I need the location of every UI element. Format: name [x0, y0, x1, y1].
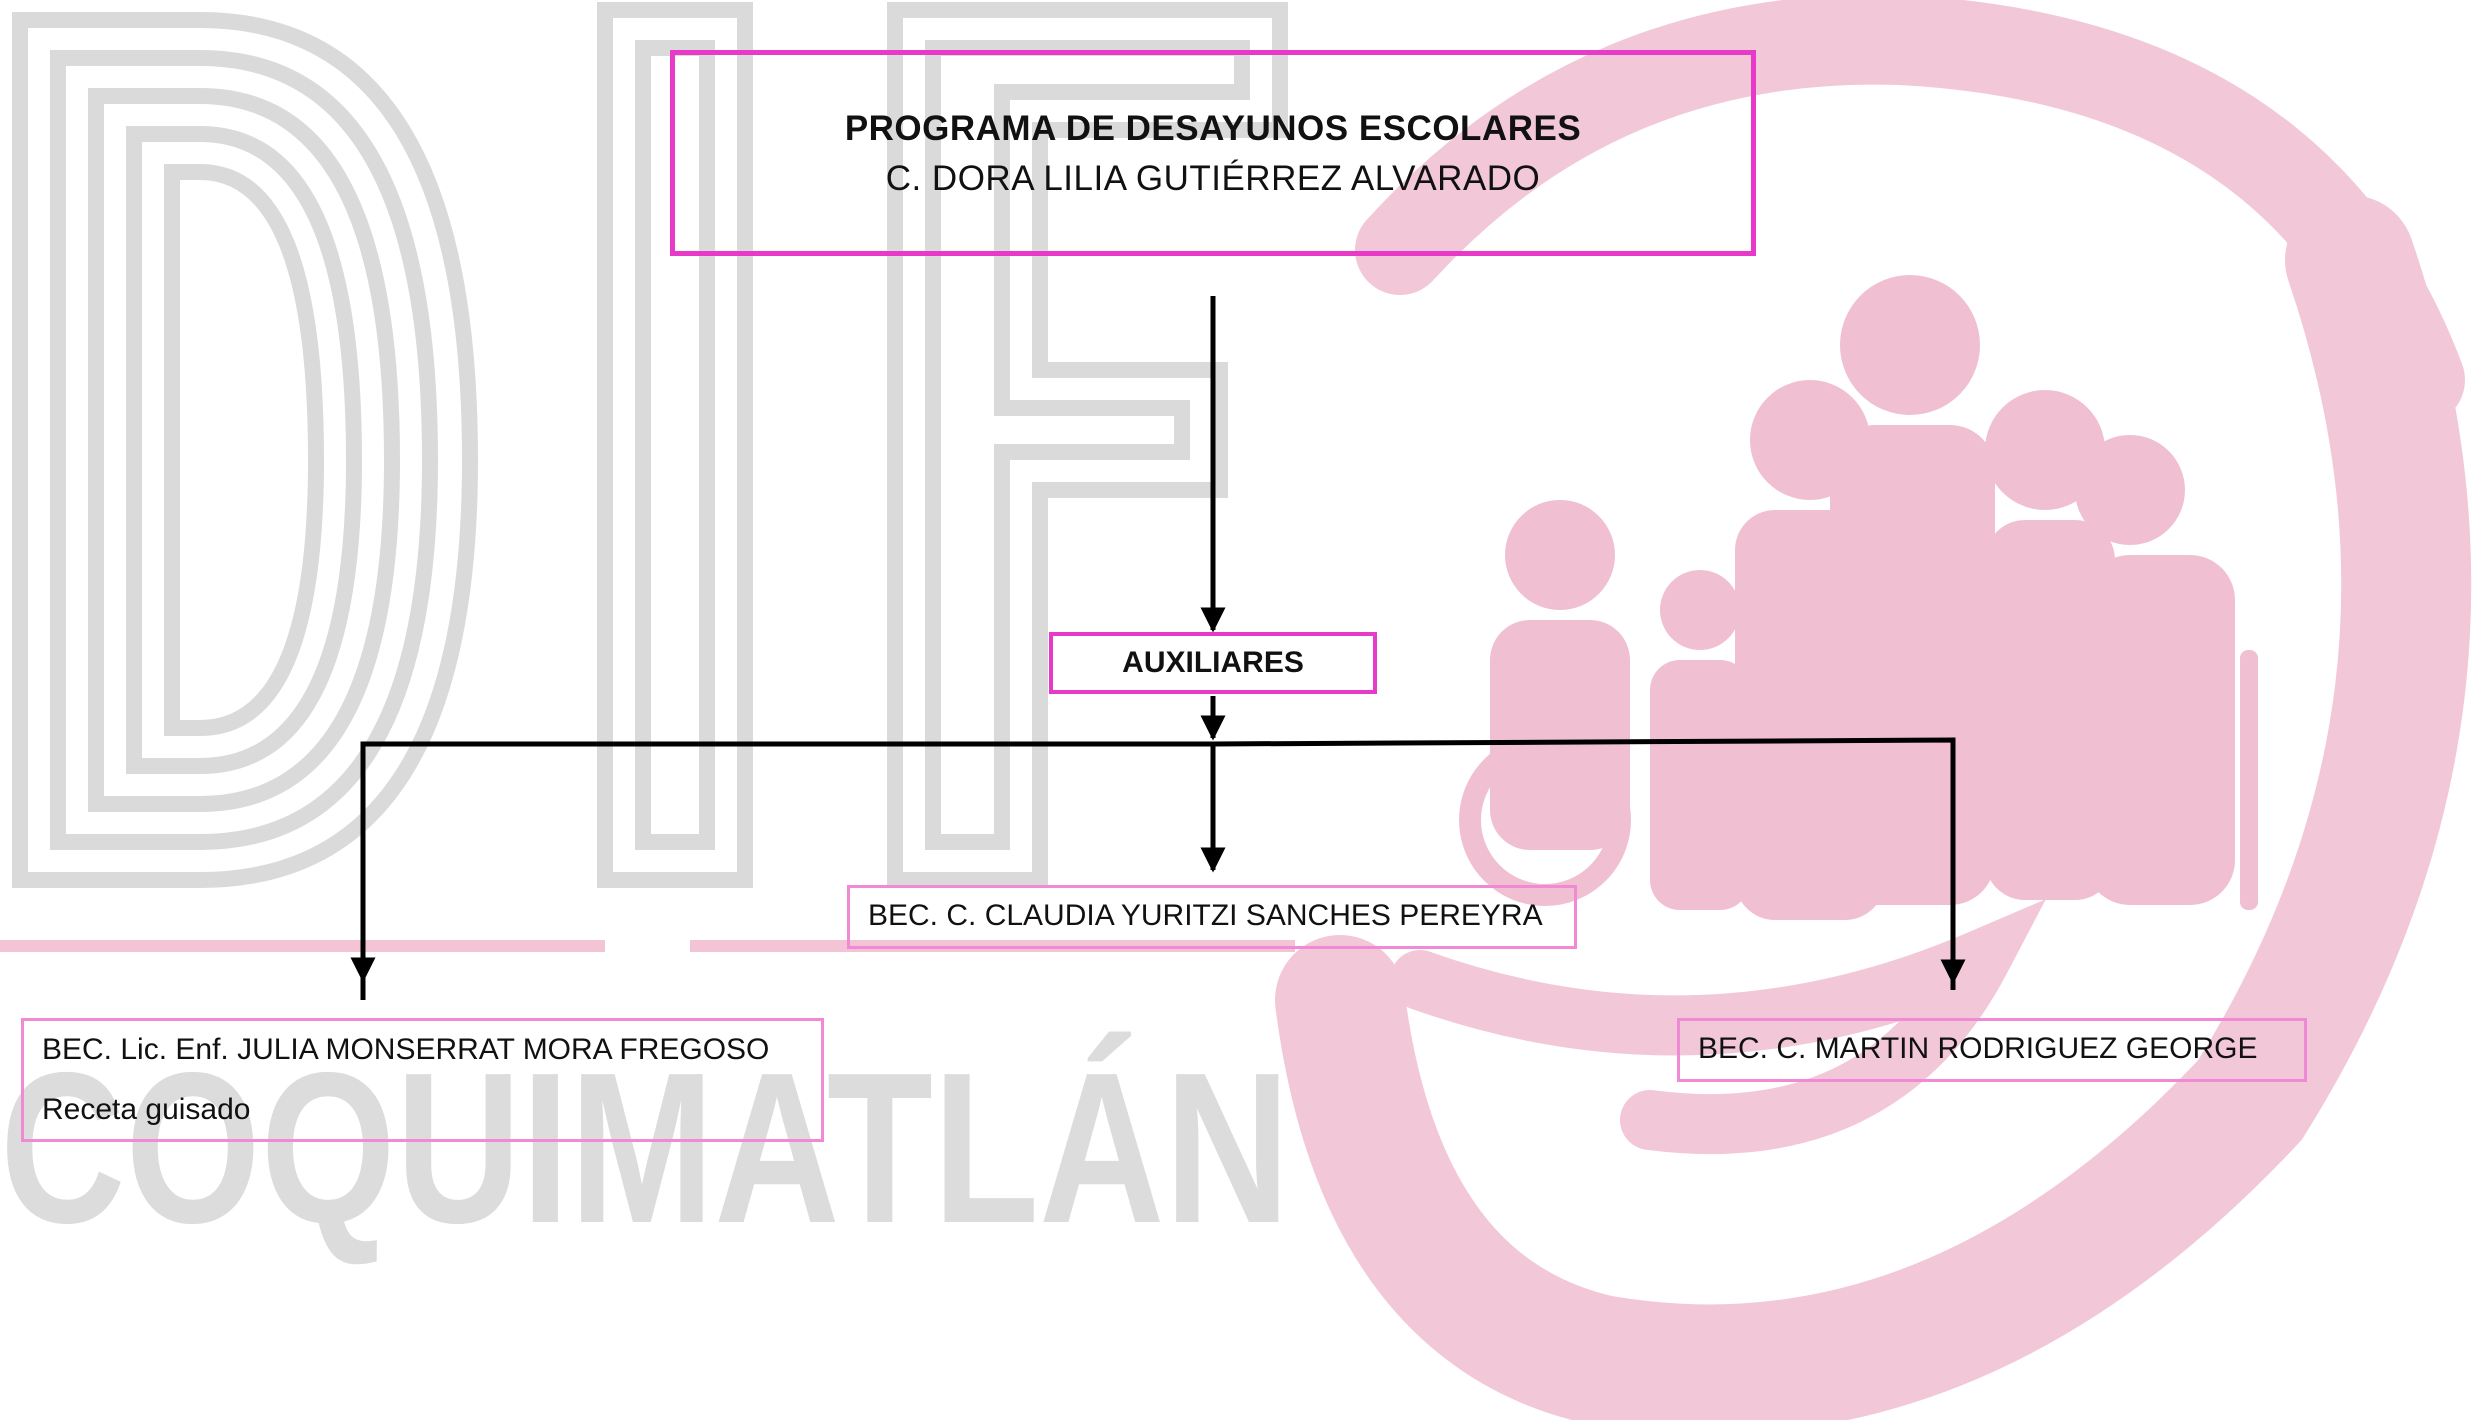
watermark-letter-i [597, 2, 753, 888]
member-name: BEC. Lic. Enf. JULIA MONSERRAT MORA FREG… [42, 1033, 770, 1066]
program-title: PROGRAMA DE DESAYUNOS ESCOLARES [844, 109, 1582, 148]
head-name: C. DORA LILIA GUTIÉRREZ ALVARADO [885, 159, 1541, 198]
auxiliares-box: AUXILIARES [1049, 632, 1377, 694]
watermark-letter-f [887, 2, 1288, 888]
auxiliares-label: AUXILIARES [1122, 646, 1304, 679]
member-name: BEC. C. CLAUDIA YURITZI SANCHES PEREYRA [868, 899, 1543, 932]
watermark-letter-d [12, 12, 479, 888]
member-box-martin: BEC. C. MARTIN RODRIGUEZ GEORGE [1677, 1018, 2307, 1082]
member-box-claudia: BEC. C. CLAUDIA YURITZI SANCHES PEREYRA [847, 885, 1577, 949]
member-box-julia: BEC. Lic. Enf. JULIA MONSERRAT MORA FREG… [21, 1018, 824, 1142]
member-note: Receta guisado [42, 1093, 251, 1126]
connector-branch-bar [360, 737, 1956, 1000]
connector-lines [350, 296, 1966, 1000]
member-name: BEC. C. MARTIN RODRIGUEZ GEORGE [1698, 1032, 2258, 1065]
head-box: PROGRAMA DE DESAYUNOS ESCOLARES C. DORA … [670, 50, 1756, 256]
watermark-town: COQUIMATLÁN [0, 1027, 1290, 1268]
